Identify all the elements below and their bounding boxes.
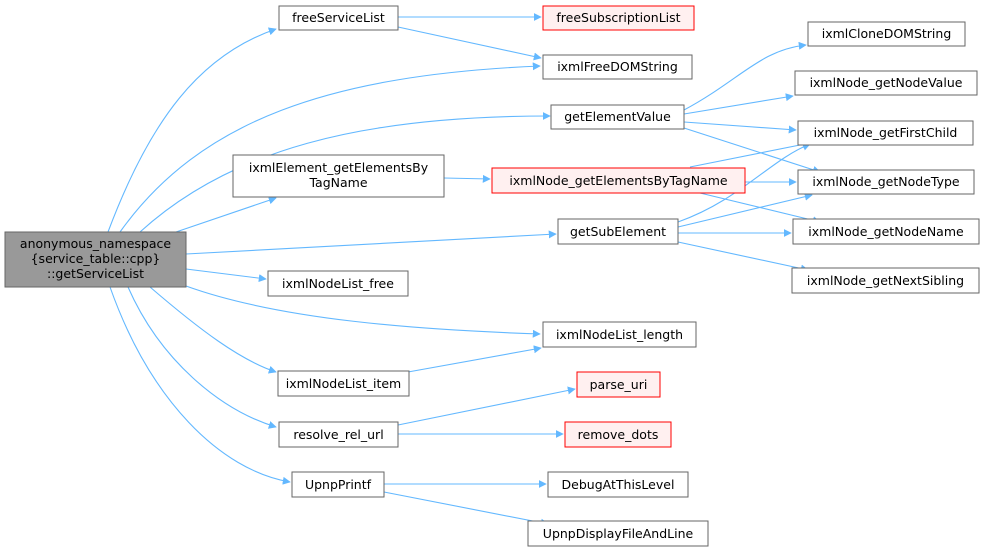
- node-ixmlNodeList_item[interactable]: ixmlNodeList_item: [277, 370, 410, 397]
- edge-ixmlNodeGEBTN-ixmlNode_getFirstChild: [689, 140, 811, 168]
- node-ixmlNodeList_free[interactable]: ixmlNodeList_free: [267, 270, 409, 297]
- node-ixmlNodeList_length[interactable]: ixmlNodeList_length: [542, 321, 697, 348]
- edge-root-getElementValue: [139, 112, 551, 233]
- svg-text:ixmlNodeList_length: ixmlNodeList_length: [556, 327, 683, 342]
- edge-root-getSubElement: [185, 230, 557, 255]
- node-UpnpPrintf[interactable]: UpnpPrintf: [291, 471, 385, 498]
- svg-text:ixmlNodeList_free: ixmlNodeList_free: [282, 276, 394, 291]
- edge-root-UpnpPrintf: [109, 286, 291, 485]
- node-getElementValue[interactable]: getElementValue: [550, 104, 685, 130]
- svg-text:ixmlElement_getElementsBy: ixmlElement_getElementsBy: [249, 160, 429, 175]
- edge-root-ixmlNodeList_item: [149, 286, 277, 374]
- edge-resolve_rel_url-parse_uri: [397, 386, 576, 426]
- edge-root-ixmlElement_getElementsByTagName: [175, 196, 277, 233]
- edge-freeServiceList-ixmlFreeDOMString: [397, 26, 542, 61]
- node-ixmlCloneDOMString[interactable]: ixmlCloneDOMString: [807, 21, 966, 47]
- node-ixmlNode_getNodeType[interactable]: ixmlNode_getNodeType: [797, 169, 975, 195]
- edge-getElementValue-ixmlNode_getNodeType: [683, 127, 821, 174]
- node-freeServiceList[interactable]: freeServiceList: [278, 5, 399, 31]
- edge-root-resolve_rel_url: [127, 286, 277, 429]
- root-label-line-2: {service_table::cpp}: [31, 251, 161, 266]
- svg-text:freeServiceList: freeServiceList: [292, 10, 385, 25]
- edge-root-ixmlNodeList_free: [185, 268, 267, 283]
- edges: [107, 13, 821, 527]
- edge-getElementValue-ixmlCloneDOMString: [683, 41, 807, 111]
- node-ixmlNode_getNextSibling[interactable]: ixmlNode_getNextSibling: [791, 267, 980, 294]
- node-resolve_rel_url[interactable]: resolve_rel_url: [278, 421, 399, 448]
- svg-text:ixmlNode_getNodeName: ixmlNode_getNodeName: [808, 224, 964, 239]
- svg-text:ixmlNode_getElementsByTagName: ixmlNode_getElementsByTagName: [509, 173, 728, 188]
- edge-root-ixmlFreeDOMString: [119, 62, 541, 233]
- svg-text:ixmlNode_getNodeValue: ixmlNode_getNodeValue: [810, 75, 963, 90]
- edge-root-freeServiceList: [107, 27, 277, 233]
- node-getSubElement[interactable]: getSubElement: [557, 218, 679, 245]
- node-root-getServiceList[interactable]: anonymous_namespace {service_table::cpp}…: [4, 231, 187, 288]
- svg-text:getElementValue: getElementValue: [564, 109, 671, 124]
- svg-text:ixmlNode_getFirstChild: ixmlNode_getFirstChild: [814, 125, 958, 140]
- edge-getElementValue-ixmlNode_getFirstChild: [683, 121, 797, 134]
- nodes: anonymous_namespace {service_table::cpp}…: [4, 5, 980, 547]
- svg-text:DebugAtThisLevel: DebugAtThisLevel: [562, 477, 675, 492]
- edge-getSubElement-ixmlNode_getFirstChild: [677, 142, 811, 223]
- svg-text:ixmlNode_getNodeType: ixmlNode_getNodeType: [812, 174, 960, 189]
- node-remove_dots[interactable]: remove_dots: [564, 421, 672, 448]
- svg-text:getSubElement: getSubElement: [570, 224, 666, 239]
- node-ixmlNode_getElementsByTagName[interactable]: ixmlNode_getElementsByTagName: [491, 167, 746, 194]
- node-ixmlFreeDOMString[interactable]: ixmlFreeDOMString: [542, 54, 693, 80]
- svg-text:resolve_rel_url: resolve_rel_url: [293, 427, 383, 442]
- svg-text:ixmlNode_getNextSibling: ixmlNode_getNextSibling: [807, 273, 964, 288]
- edge-ixmlElement-ixmlNode_getElementsByTagName: [443, 174, 491, 183]
- root-label-line-1: anonymous_namespace: [20, 236, 171, 251]
- svg-text:UpnpPrintf: UpnpPrintf: [305, 477, 372, 492]
- svg-text:ixmlNodeList_item: ixmlNodeList_item: [286, 376, 402, 391]
- node-ixmlNode_getNodeName[interactable]: ixmlNode_getNodeName: [792, 218, 980, 245]
- svg-text:parse_uri: parse_uri: [590, 377, 648, 392]
- node-freeSubscriptionList[interactable]: freeSubscriptionList: [542, 5, 695, 31]
- node-ixmlNode_getFirstChild[interactable]: ixmlNode_getFirstChild: [797, 120, 974, 146]
- node-ixmlNode_getNodeValue[interactable]: ixmlNode_getNodeValue: [794, 70, 978, 96]
- svg-text:TagName: TagName: [308, 175, 367, 190]
- node-ixmlElement_getElementsByTagName[interactable]: ixmlElement_getElementsBy TagName: [232, 154, 445, 198]
- edge-root-ixmlNodeList_length: [185, 285, 541, 338]
- svg-text:ixmlFreeDOMString: ixmlFreeDOMString: [557, 59, 678, 74]
- svg-text:freeSubscriptionList: freeSubscriptionList: [556, 10, 680, 25]
- edge-UpnpPrintf-UpnpDisplayFileAndLine: [383, 491, 549, 527]
- edge-getSubElement-ixmlNode_getNextSibling: [677, 241, 809, 273]
- node-UpnpDisplayFileAndLine[interactable]: UpnpDisplayFileAndLine: [527, 520, 709, 547]
- edge-getElementValue-ixmlNode_getNodeValue: [683, 93, 794, 115]
- svg-text:remove_dots: remove_dots: [578, 427, 659, 442]
- svg-text:UpnpDisplayFileAndLine: UpnpDisplayFileAndLine: [543, 526, 694, 541]
- root-label-line-3: ::getServiceList: [47, 266, 144, 281]
- edge-ixmlNodeList_item-ixmlNodeList_length: [407, 345, 542, 373]
- svg-text:ixmlCloneDOMString: ixmlCloneDOMString: [822, 26, 952, 41]
- edge-getSubElement-ixmlNode_getNodeType: [677, 192, 813, 228]
- node-DebugAtThisLevel[interactable]: DebugAtThisLevel: [547, 471, 689, 498]
- node-parse_uri[interactable]: parse_uri: [576, 371, 661, 398]
